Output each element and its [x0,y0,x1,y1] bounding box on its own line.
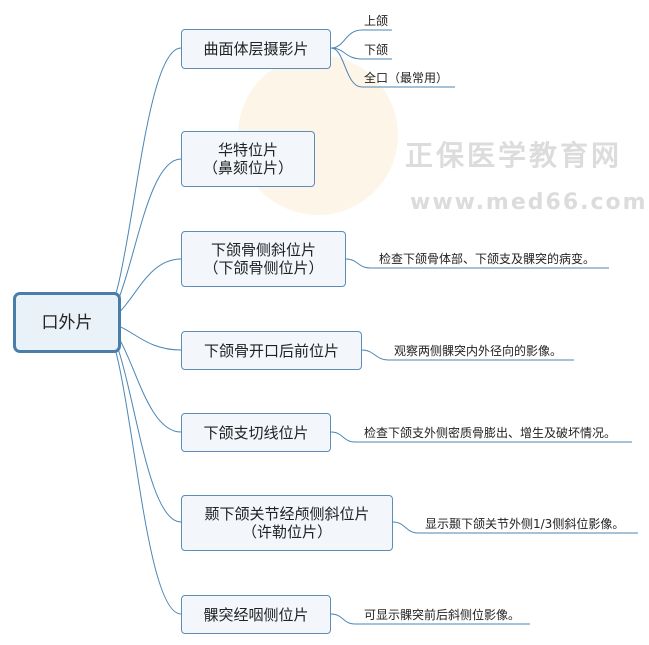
leaf-maxilla[interactable]: 上颌 [364,14,389,28]
branch-node-panoramic[interactable]: 曲面体层摄影片 [181,29,331,69]
note-connector [345,258,609,269]
root-node[interactable]: 口外片 [13,292,121,353]
root-label: 口外片 [41,312,93,333]
note-mandible-oblique: 检查下颌骨体部、下颌支及髁突的病变。 [379,252,596,266]
branch-node-waters[interactable]: 华特位片 （鼻颏位片） [181,131,315,187]
watermark-text: 正保医学教育网 [405,139,623,172]
leaf-connector [330,47,392,60]
node-label: 下颌支切线位片 [203,423,309,442]
note-connector [361,349,574,361]
branch-connector [99,321,182,615]
branch-node-tmj-transcranial[interactable]: 颞下颌关节经颅侧斜位片 （许勒位片） [181,495,393,551]
node-label: 下颌骨开口后前位片 [203,341,339,360]
node-label: 曲面体层摄影片 [203,40,309,58]
note-connector [330,431,632,443]
branch-node-condyle-transpharyngeal[interactable]: 髁突经咽侧位片 [181,595,331,634]
branch-node-mandible-oblique[interactable]: 下颌骨侧斜位片 （下颌骨侧位片） [181,231,346,287]
branch-connector [99,47,182,323]
leaf-mandible[interactable]: 下颌 [364,43,389,57]
note-tmj: 显示颞下颌关节外侧1/3侧斜位影像。 [425,517,625,531]
note-ramus-tangential: 检查下颌支外侧密质骨膨出、增生及破坏情况。 [364,426,617,440]
note-connector [330,613,530,625]
note-condyle: 可显示髁突前后斜侧位影像。 [364,608,521,622]
note-mandible-pa: 观察两侧髁突内外径向的影像。 [394,344,563,358]
node-label: 下颌骨侧斜位片 [210,241,316,259]
branch-node-mandible-pa[interactable]: 下颌骨开口后前位片 [181,331,362,370]
leaf-full-mouth[interactable]: 全口（最常用） [364,71,449,85]
node-label: 髁突经咽侧位片 [203,605,309,624]
leaf-connector [330,29,392,49]
branch-node-ramus-tangential[interactable]: 下颌支切线位片 [181,413,331,452]
node-label: 颞下颌关节经颅侧斜位片 [204,505,370,523]
watermark-url: www.med66.com [410,190,648,215]
node-label-sub: （下颌骨侧位片） [203,259,324,277]
leaf-connector [330,47,455,88]
note-connector [392,521,638,534]
node-label-sub: （许勒位片） [241,523,332,541]
node-label-sub: （鼻颏位片） [202,159,293,177]
node-label: 华特位片 [217,141,278,159]
